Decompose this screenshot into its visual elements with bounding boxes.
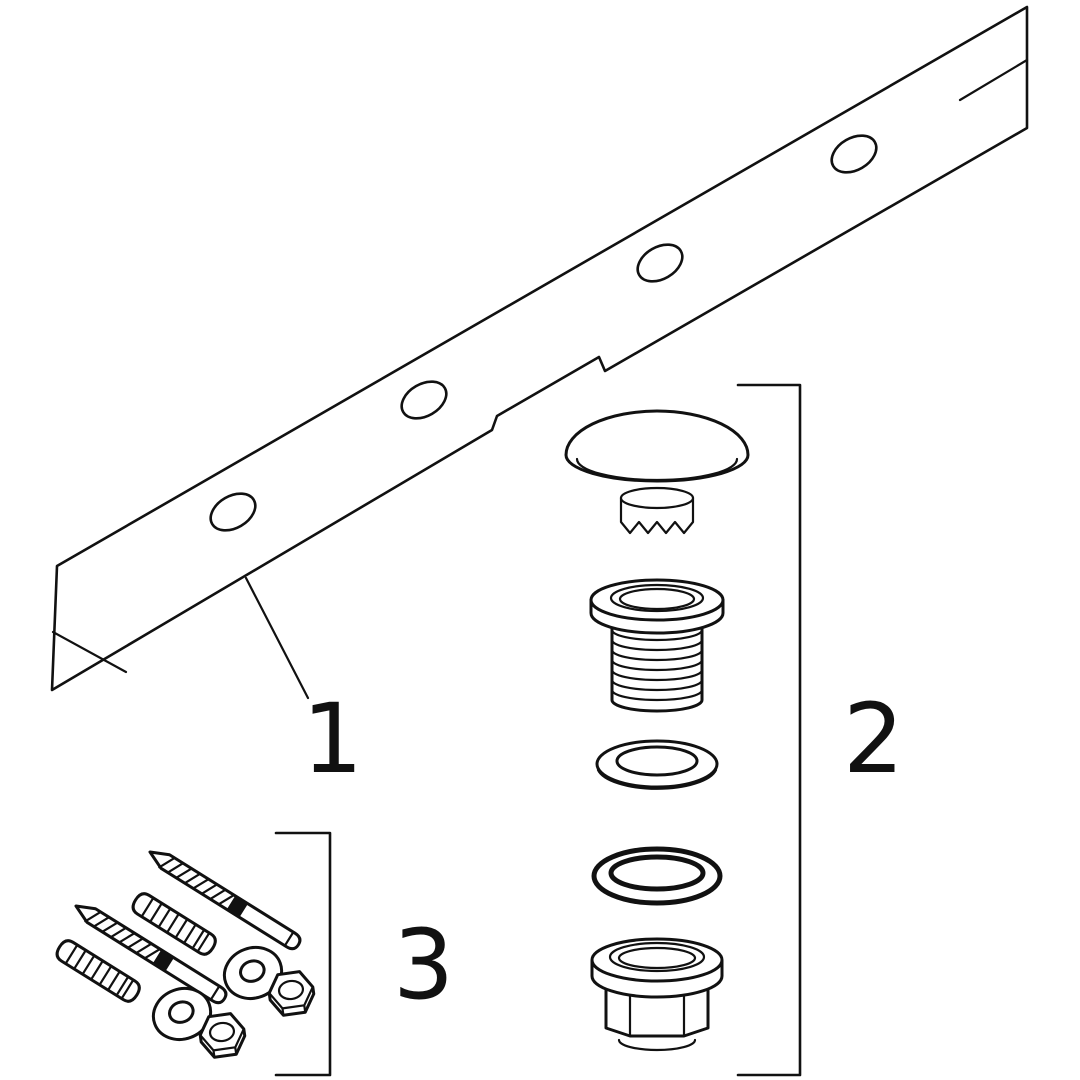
callout-2-label: 2: [843, 683, 904, 795]
rail-end-facet-left: [51, 630, 128, 674]
rail-hole: [209, 492, 257, 532]
threaded-sleeve: [589, 578, 725, 713]
mounting-rail: [50, 5, 1029, 692]
callout-3-label: 3: [393, 909, 454, 1021]
sleeve-threads: [610, 628, 704, 702]
rail-hole: [636, 243, 684, 283]
callout-3-bracket: [274, 831, 332, 1077]
callout-1-label: 1: [302, 683, 363, 795]
callout-2-bracket: [736, 383, 802, 1077]
union-nut: [590, 937, 724, 1052]
callout-1-leader-line: [244, 576, 310, 700]
drain-valve-assembly: [564, 409, 750, 1052]
fixing-set: [52, 843, 318, 1061]
callout-3: 3: [274, 831, 454, 1077]
rail-hole: [400, 380, 448, 420]
cap-retaining-clip: [619, 486, 695, 535]
seal-ring: [591, 846, 723, 906]
callout-1: 1: [244, 576, 363, 795]
drain-cap: [564, 409, 750, 483]
rail-end-facet-right: [958, 58, 1029, 102]
callout-2: 2: [736, 383, 904, 1077]
flat-washer: [595, 739, 719, 790]
rail-outline: [50, 5, 1029, 692]
rail-hole: [830, 134, 878, 174]
